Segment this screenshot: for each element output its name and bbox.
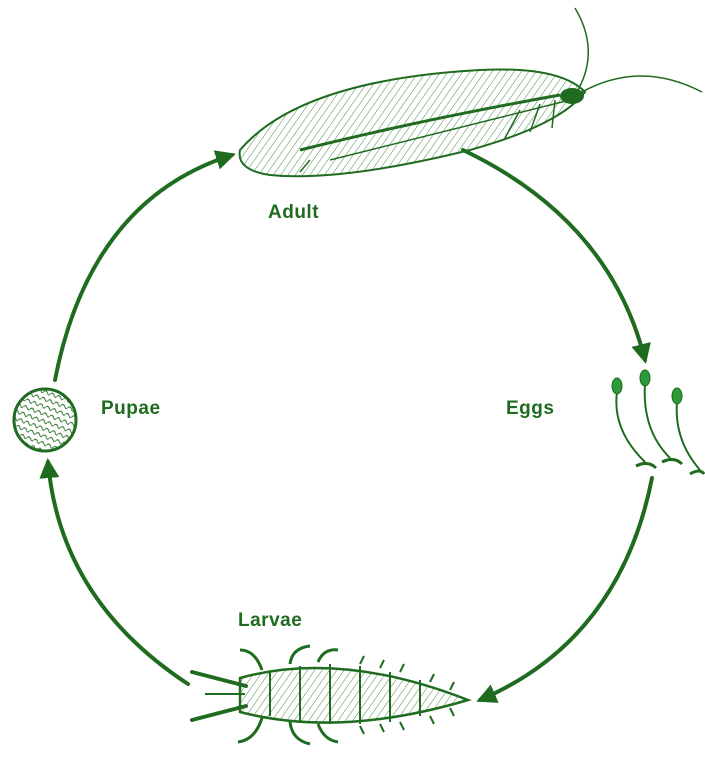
pupa-cocoon-icon xyxy=(14,389,76,451)
arrow-pupae-to-adult xyxy=(55,155,232,380)
arrow-adult-to-eggs xyxy=(463,150,645,360)
lacewing-adult-icon xyxy=(240,8,702,176)
arrow-larvae-to-pupae xyxy=(48,462,188,684)
stage-label-adult: Adult xyxy=(268,202,319,224)
stage-label-larvae: Larvae xyxy=(238,610,302,632)
cycle-arrows xyxy=(48,150,652,700)
stage-label-pupae: Pupae xyxy=(101,398,161,420)
arrow-eggs-to-larvae xyxy=(480,478,652,700)
larva-icon xyxy=(192,646,468,744)
stalked-eggs-icon xyxy=(612,370,704,474)
stage-label-eggs: Eggs xyxy=(506,398,554,420)
